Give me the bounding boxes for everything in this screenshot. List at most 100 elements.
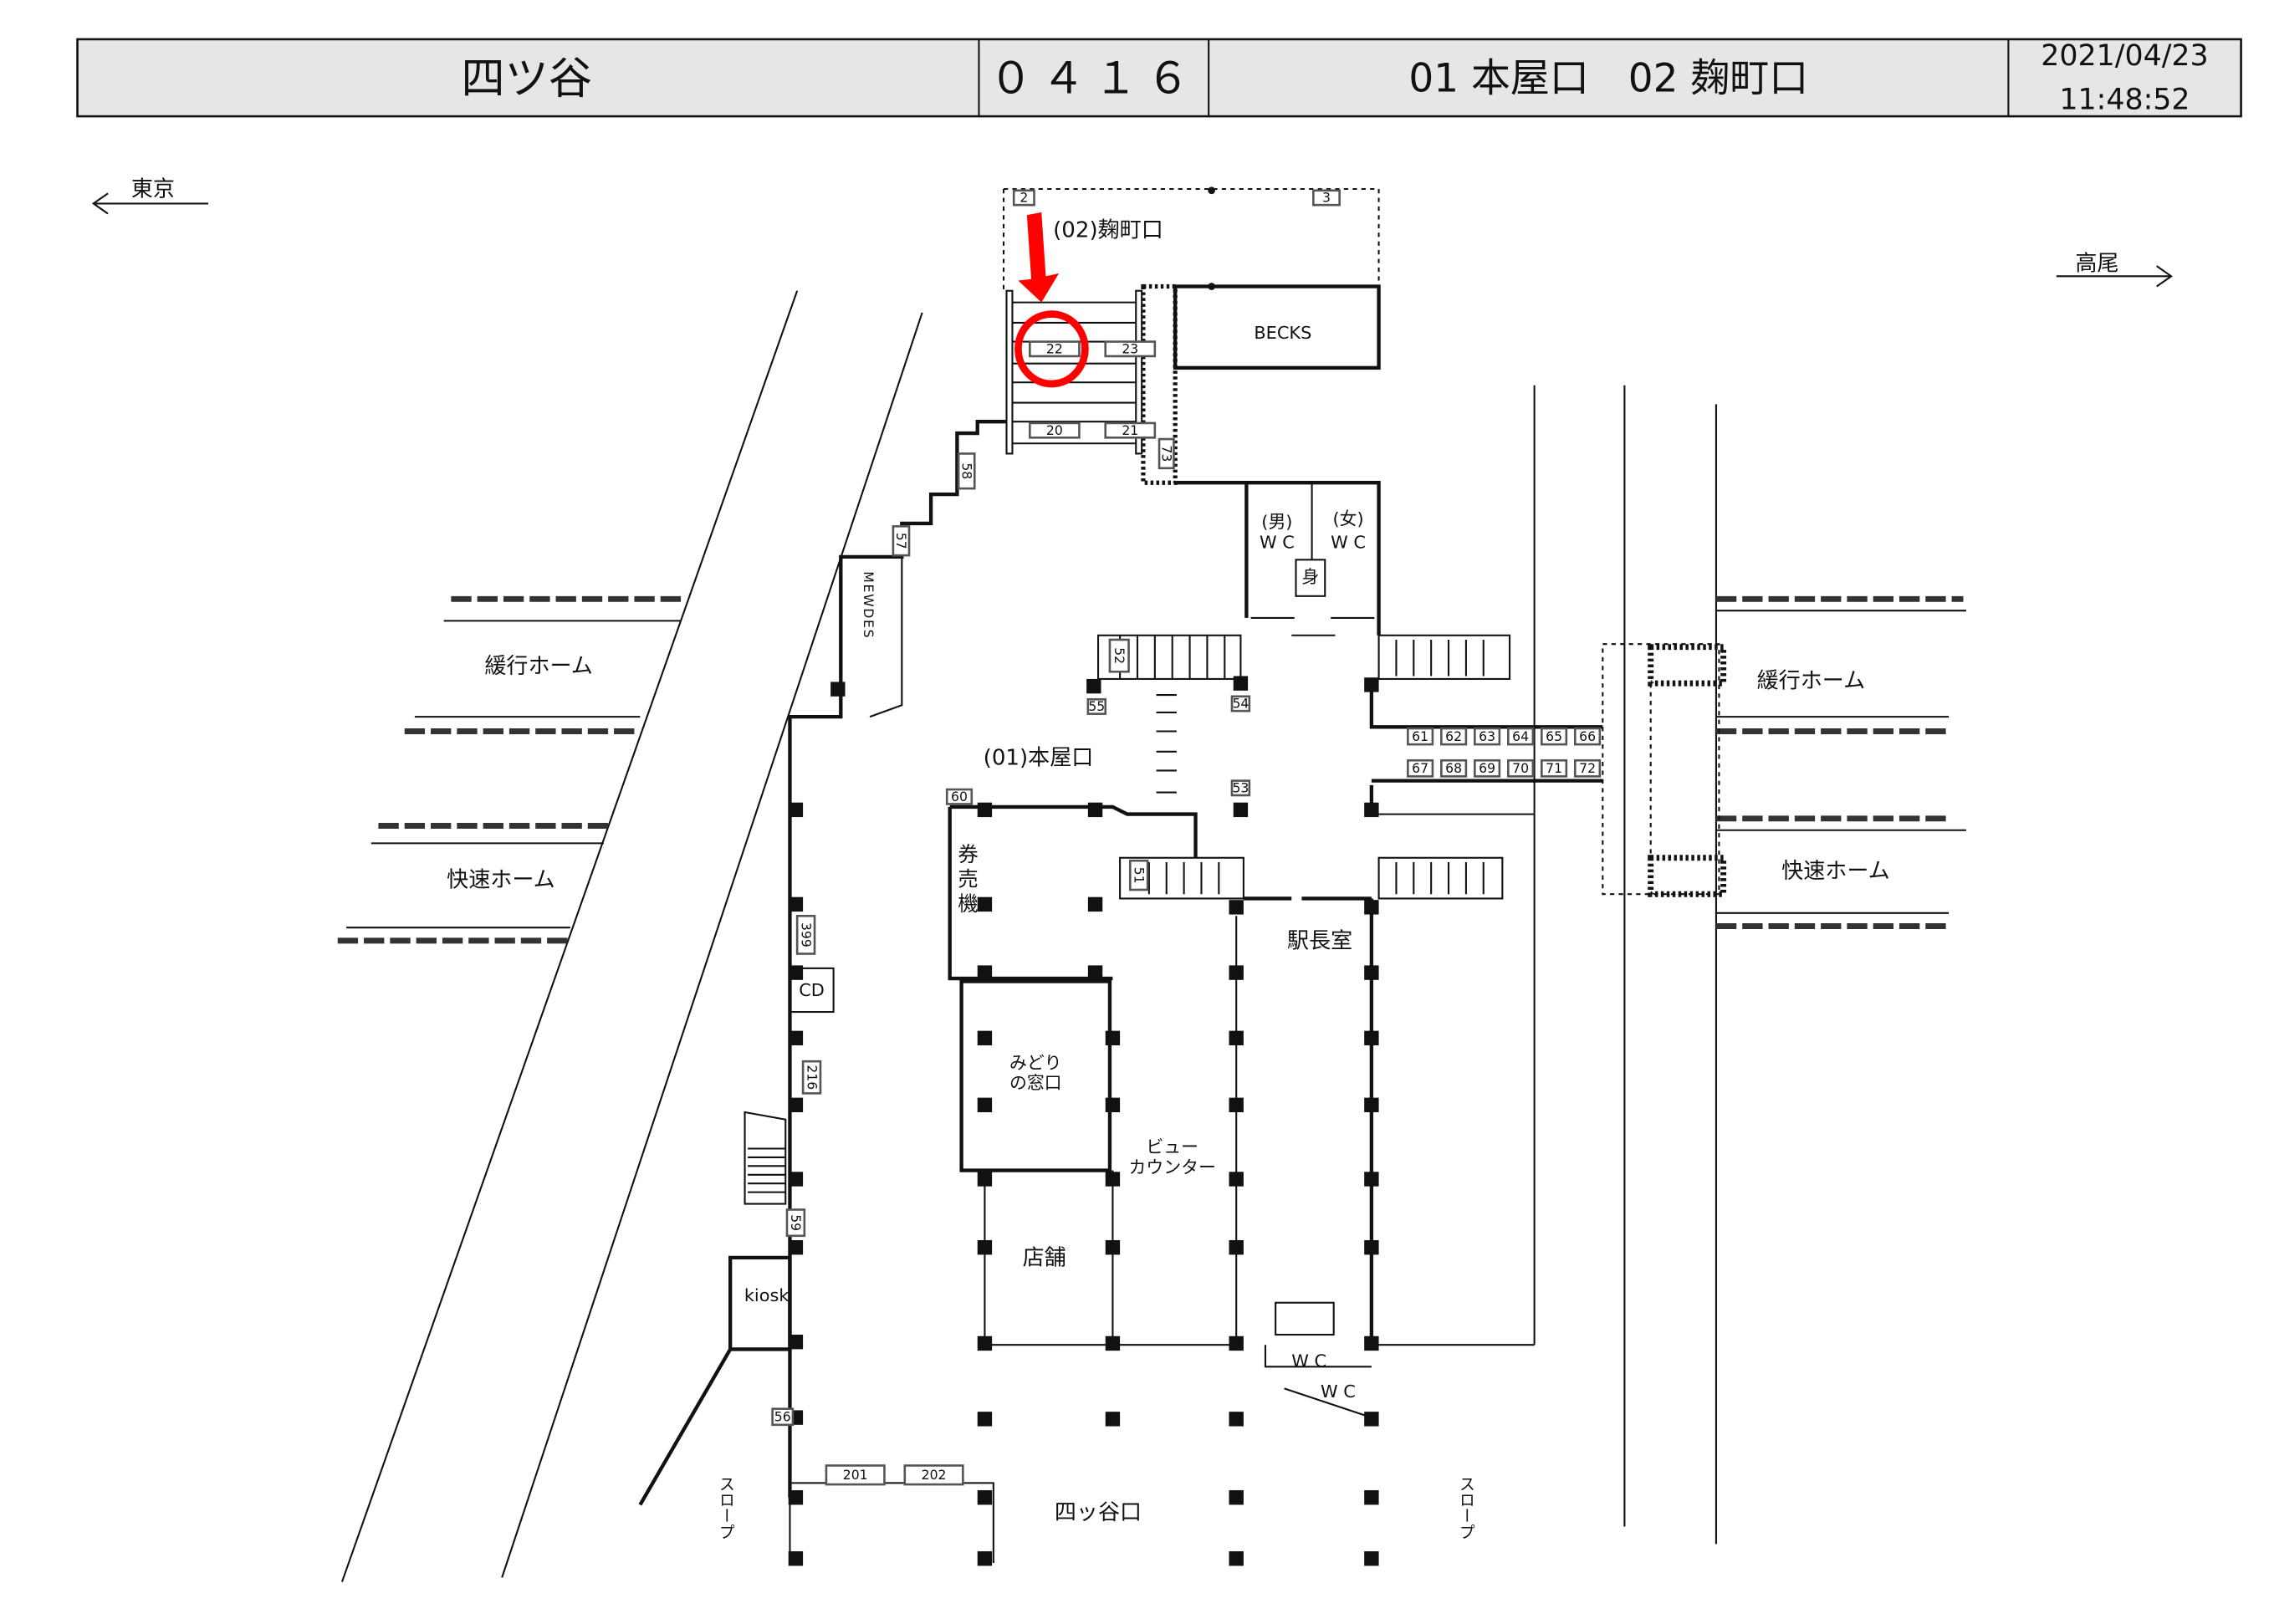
marker-label: 53: [1232, 780, 1249, 796]
marker-label: 64: [1512, 728, 1529, 744]
marker-55: 55: [1086, 697, 1107, 715]
marker-label: 61: [1412, 728, 1428, 744]
marker-label: 52: [1112, 647, 1127, 664]
pillar: [788, 896, 804, 912]
pillar: [1364, 1335, 1379, 1351]
wc-label-1: W C: [1291, 1351, 1326, 1371]
marker-label: 57: [893, 533, 909, 549]
wc-men-sub: W C: [1260, 532, 1295, 552]
marker-label: 63: [1479, 728, 1495, 744]
view-counter-label-2: カウンター: [1129, 1157, 1216, 1177]
stationmaster-office-label: 駅長室: [1287, 929, 1352, 954]
wc-women-sub: W C: [1331, 532, 1366, 552]
marker-20: 20: [1029, 421, 1081, 439]
station-name: 四ツ谷: [462, 54, 592, 104]
pillar: [1105, 1240, 1121, 1255]
marker-64: 64: [1507, 727, 1535, 746]
marker-56: 56: [771, 1407, 795, 1427]
marker-label: 67: [1412, 760, 1428, 776]
marker-202: 202: [903, 1464, 964, 1486]
pillar: [1105, 1030, 1121, 1046]
wc-women-label: (女): [1333, 509, 1364, 529]
marker-58: 58: [957, 452, 976, 490]
pillar: [977, 1551, 993, 1566]
pillar: [1364, 1097, 1379, 1113]
exit-list: 01 本屋口 02 麹町口: [1408, 56, 1808, 102]
marker-label: 69: [1479, 760, 1495, 776]
pillar: [977, 896, 993, 912]
marker-67: 67: [1407, 758, 1434, 778]
marker-label: 60: [951, 789, 968, 804]
marker-73: 73: [1157, 437, 1175, 470]
pillar: [1087, 965, 1103, 980]
station-code: ０４１６: [989, 54, 1198, 104]
pillar: [1105, 1097, 1121, 1113]
local-platform-left: 緩行ホーム: [484, 654, 593, 679]
marker-label: 216: [804, 1065, 820, 1090]
marker-label: 55: [1088, 698, 1105, 714]
marker-3: 3: [1312, 189, 1341, 207]
restroom-block: (男) W C (女) W C 身: [1175, 481, 1381, 636]
marker-69: 69: [1474, 758, 1501, 778]
marker-59: 59: [785, 1208, 806, 1238]
arrow-left-icon: [91, 192, 209, 215]
pillar: [1229, 1240, 1244, 1255]
marker-label: 73: [1159, 445, 1175, 462]
pillar: [977, 1412, 993, 1427]
marker-71: 71: [1541, 758, 1568, 778]
date: 2021/04/23: [2041, 39, 2208, 73]
marker-22: 22: [1029, 340, 1081, 358]
view-counter-label-1: ビュー: [1146, 1137, 1198, 1157]
pillar: [788, 1490, 804, 1505]
pillar: [788, 802, 804, 818]
pillar: [1364, 965, 1379, 980]
marker-label: 51: [1132, 867, 1147, 884]
marker-label: 23: [1122, 340, 1138, 356]
marker-23: 23: [1104, 340, 1157, 358]
arrow-right-icon: [2056, 265, 2173, 288]
highlight: [1014, 212, 1089, 388]
wc-men-label: (男): [1261, 512, 1292, 532]
pillar: [1229, 965, 1244, 980]
pillar: [977, 1172, 993, 1187]
pillar: [788, 1172, 804, 1187]
header-bar: 四ツ谷 ０４１６ 01 本屋口 02 麹町口 2021/04/23 11:48:…: [76, 38, 2242, 118]
marker-label: 58: [958, 462, 974, 479]
marker-53: 53: [1230, 779, 1251, 797]
marker-label: 68: [1445, 760, 1462, 776]
pillar: [977, 1240, 993, 1255]
pillar: [1364, 1240, 1379, 1255]
pillar: [977, 1490, 993, 1505]
marker-label: 201: [843, 1467, 868, 1483]
wc-label-2: W C: [1321, 1381, 1356, 1402]
red-arrow-icon: [1018, 212, 1060, 303]
pillars: [788, 676, 1379, 1566]
mewdes-label: MEWDES: [861, 571, 876, 639]
marker-60: 60: [945, 788, 974, 805]
marker-label: 66: [1579, 728, 1596, 744]
pillar: [788, 1097, 804, 1113]
marker-201: 201: [825, 1464, 886, 1486]
midori-label-1: みどり: [1009, 1053, 1062, 1073]
direction-left-label: 東京: [131, 177, 175, 202]
local-platform-right: 緩行ホーム: [1757, 668, 1866, 693]
rapid-platform-right: 快速ホーム: [1781, 859, 1890, 884]
marker-label: 20: [1046, 422, 1063, 438]
marker-label: 399: [798, 922, 814, 947]
pillar: [1229, 1172, 1244, 1187]
pillar: [788, 965, 804, 980]
pillar: [1233, 802, 1249, 818]
pillar: [1087, 896, 1103, 912]
pillar: [1229, 1551, 1244, 1566]
marker-label: 70: [1512, 760, 1529, 776]
marker-label: 56: [774, 1408, 791, 1424]
pillar: [1087, 802, 1103, 818]
pillar: [1229, 900, 1244, 915]
ticket-machines-label: 券売機: [955, 843, 979, 917]
pillar: [1105, 1172, 1121, 1187]
marker-label: 59: [788, 1214, 804, 1231]
pillar: [1105, 1335, 1121, 1351]
marker-label: 65: [1546, 728, 1562, 744]
